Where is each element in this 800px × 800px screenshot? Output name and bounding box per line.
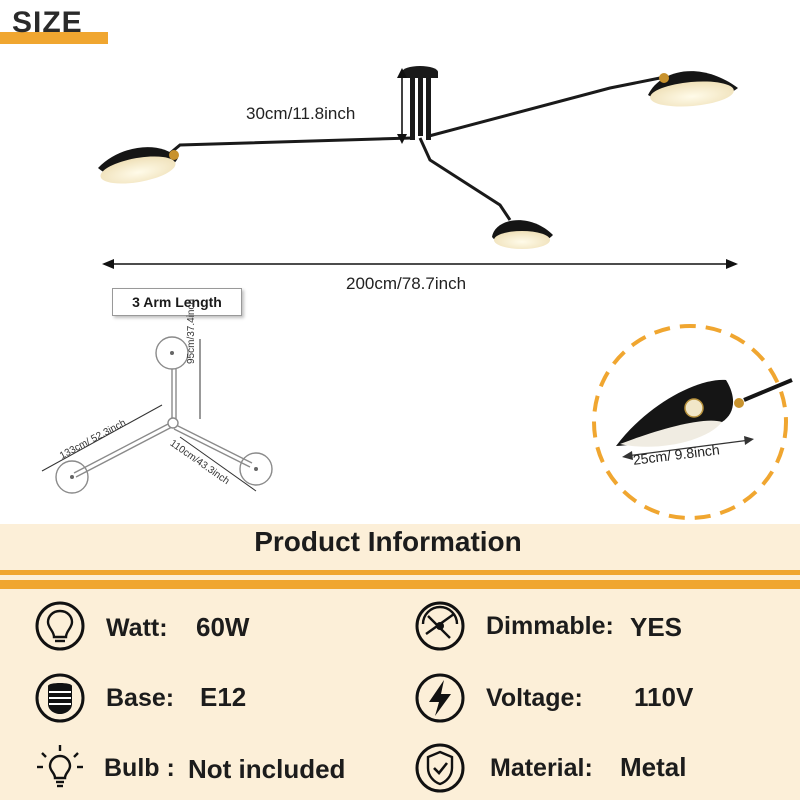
lamp-arm-bottom [418, 137, 512, 221]
bulb-glow-icon [37, 745, 83, 788]
arm-length-label: 3 Arm Length [112, 288, 242, 316]
lightning-icon [415, 673, 465, 723]
lamp-arm-right [428, 76, 661, 138]
lamp-shade-bottom [492, 220, 553, 249]
lamp-base-icon [35, 673, 85, 723]
info-stripe-top [0, 570, 800, 575]
arm-end-right [239, 452, 273, 486]
spec-value-material: Metal [620, 752, 687, 782]
spec-label-watt: Watt: [106, 614, 168, 642]
title-underline [0, 32, 108, 44]
spec-label-dimmable: Dimmable: [486, 612, 614, 640]
shield-check-icon [415, 743, 465, 793]
info-stripe-bottom [0, 580, 800, 589]
spec-label-material: Material: [490, 754, 593, 782]
spec-value-bulb: Not included [188, 754, 346, 784]
bulb-outline-icon [35, 601, 85, 651]
spec-value-base: E12 [200, 682, 247, 712]
lamp-illustration [98, 66, 738, 269]
arm-length-diagram [41, 336, 273, 494]
size-title: SIZE [12, 6, 83, 39]
spec-label-bulb: Bulb : [104, 754, 175, 782]
spec-value-dimmable: YES [630, 612, 683, 642]
arm-end-left [55, 460, 89, 494]
spec-label-base: Base: [106, 684, 175, 712]
arm-length-top: 95cm/37.4inch [186, 298, 197, 364]
shade-detail-circle [592, 324, 793, 520]
spec-label-voltage: Voltage: [486, 684, 583, 712]
span-dimension-label: 200cm/78.7inch [346, 274, 467, 293]
product-info-title: Product Information [254, 526, 522, 557]
spec-value-watt: 60W [196, 612, 250, 642]
dimmer-icon [415, 601, 465, 651]
spec-value-voltage: 110V [634, 682, 694, 712]
lamp-arm-left [161, 136, 413, 162]
height-dimension-label: 30cm/11.8inch [246, 104, 356, 123]
lamp-shade-left [98, 147, 179, 184]
lamp-shade-right [648, 71, 738, 107]
